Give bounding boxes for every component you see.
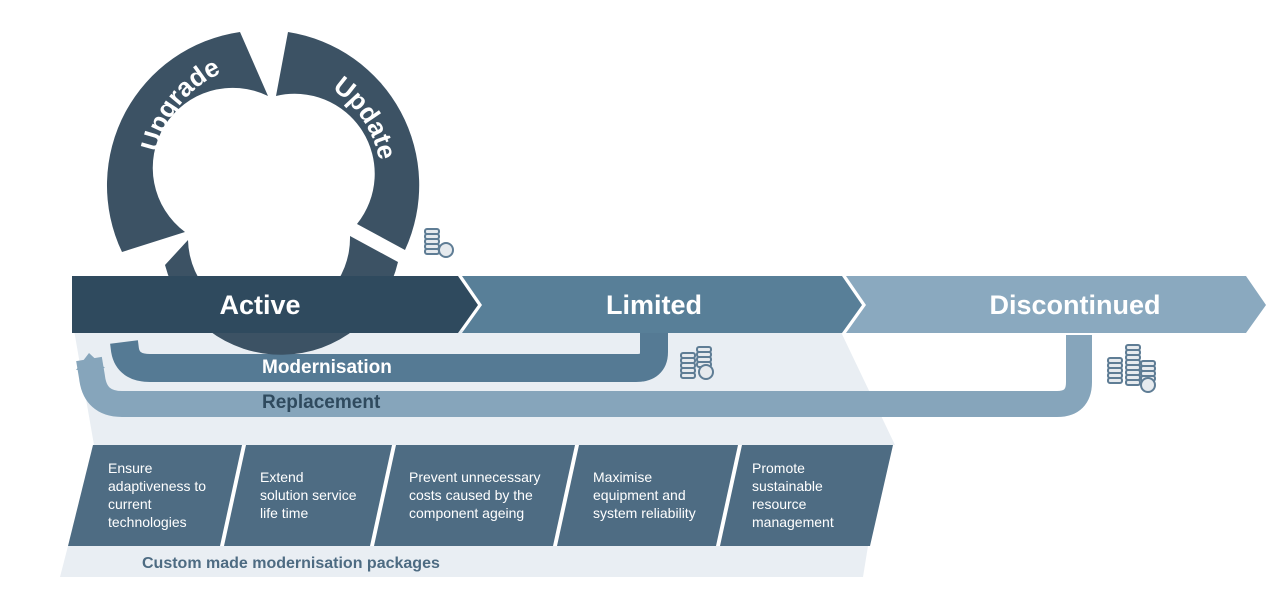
benefit-box [720, 445, 893, 546]
benefit-1-text: Ensure adaptiveness to current technolog… [108, 460, 210, 530]
benefit-3-text: Prevent unnecessary costs caused by the … [409, 469, 544, 521]
replacement-arrowhead [76, 353, 105, 370]
background-panel [74, 330, 895, 445]
coins-small-icon [424, 228, 454, 258]
cycle-segment-update [276, 32, 420, 250]
phase-discontinued-label: Discontinued [989, 290, 1160, 320]
modernisation-path [110, 333, 668, 382]
footer-label: Custom made modernisation packages [142, 555, 440, 572]
benefit-box [374, 445, 575, 546]
benefit-2-text: Extend solution service life time [260, 469, 360, 521]
phase-limited-label: Limited [606, 290, 702, 320]
phase-discontinued [846, 276, 1266, 333]
benefits-group [68, 445, 893, 546]
replacement-label: Replacement [262, 392, 381, 413]
modernisation-label: Modernisation [262, 357, 392, 378]
benefit-box [557, 445, 738, 546]
benefit-5-text: Promote sustainable resource management [752, 460, 834, 530]
coins-large-icon [1107, 344, 1156, 393]
coins-medium-icon [680, 346, 714, 380]
benefit-box [68, 445, 242, 546]
phase-active [72, 276, 478, 333]
benefit-4-text: Maximise equipment and system reliabilit… [593, 469, 696, 521]
replacement-path [76, 335, 1092, 417]
footer-band [60, 546, 868, 577]
benefit-box [224, 445, 392, 546]
cycle-segment-upgrade [106, 32, 268, 252]
phase-active-label: Active [219, 290, 300, 320]
phase-limited [462, 276, 862, 333]
